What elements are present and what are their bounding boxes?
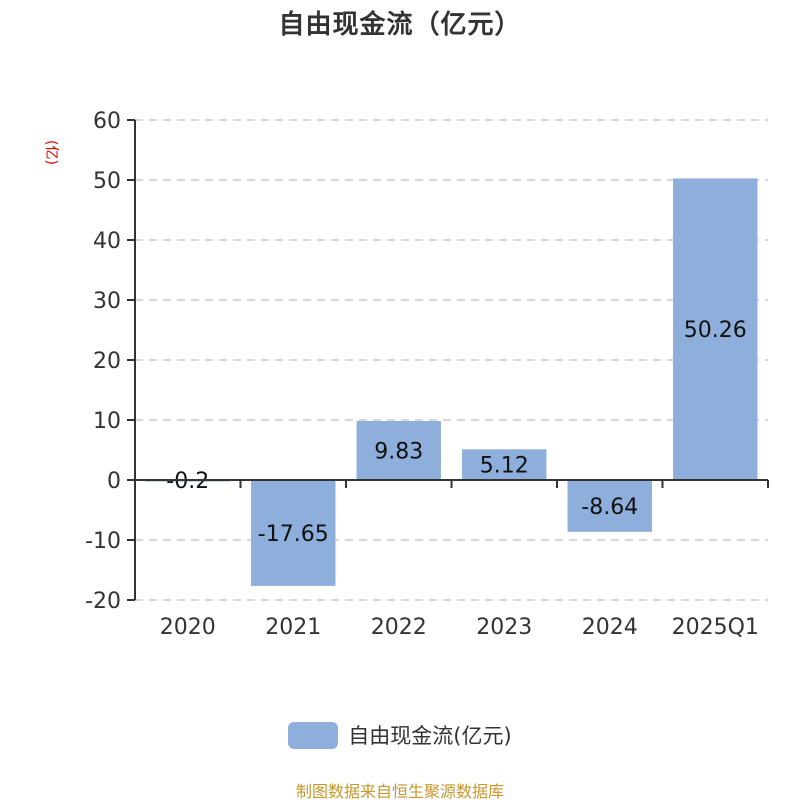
y-tick-label: 10 <box>93 409 121 434</box>
bar-2023 <box>462 449 547 480</box>
y-tick-label: -10 <box>85 529 121 554</box>
source-note: 制图数据来自恒生聚源数据库 <box>295 782 504 801</box>
bar-2025Q1 <box>673 178 758 480</box>
y-tick-label: 30 <box>93 289 121 314</box>
x-tick-label: 2025Q1 <box>672 615 759 640</box>
legend-label: 自由现金流(亿元) <box>348 724 512 748</box>
y-tick-label: 20 <box>93 349 121 374</box>
bar-chart: 60 50 40 30 20 10 0 -10 -20 -0.2 2020 -17.65 2021 9.8… <box>85 109 769 640</box>
bar-2022 <box>356 421 441 480</box>
bar-value-label: 50.26 <box>684 318 747 343</box>
y-tick-label: 60 <box>93 109 121 134</box>
legend[interactable]: 自由现金流(亿元) <box>0 720 800 750</box>
x-tick-label: 2021 <box>265 615 321 640</box>
legend-swatch-icon <box>288 721 339 749</box>
bar-2021 <box>251 480 336 586</box>
y-tick-label: 50 <box>93 169 121 194</box>
bar-value-label: -0.2 <box>166 469 209 494</box>
y-tick-label: -20 <box>85 589 121 614</box>
x-tick-label: 2023 <box>476 615 532 640</box>
x-tick-label: 2022 <box>371 615 427 640</box>
y-tick-label: 40 <box>93 229 121 254</box>
x-tick-label: 2020 <box>160 615 216 640</box>
chart-title: 自由现金流（亿元） <box>278 10 522 40</box>
bar-value-label: -8.64 <box>581 495 638 520</box>
bar-value-label: 5.12 <box>480 454 529 479</box>
bar-value-label: -17.65 <box>258 522 329 547</box>
bar-value-label: 9.83 <box>374 440 423 465</box>
x-tick-label: 2024 <box>582 615 638 640</box>
bar-2024 <box>567 480 652 532</box>
y-tick-label: 0 <box>107 469 121 494</box>
